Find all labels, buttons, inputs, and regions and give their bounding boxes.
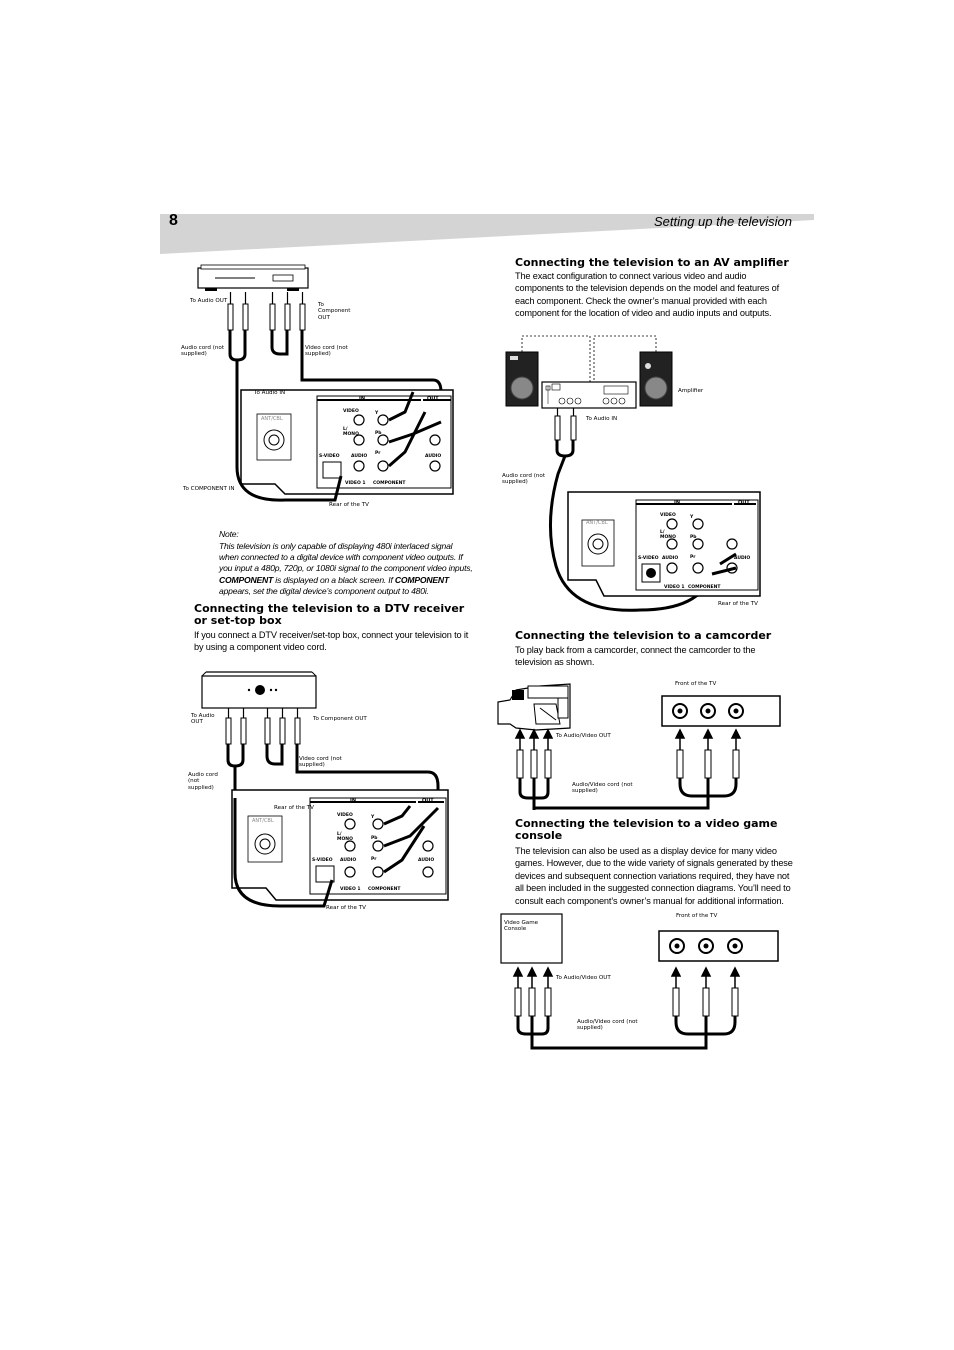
svg-text:VIDEO: VIDEO [343, 408, 359, 414]
note-bold-2: COMPONENT [394, 574, 449, 585]
label2-to-component-out: To Component OUT [313, 716, 367, 722]
label2-video-cord: Video cord (not supplied) [299, 756, 342, 769]
svg-text:AUDIO: AUDIO [340, 857, 356, 863]
dtv-connection-drawing: ANT/CBL IN OUT VIDEO L/ MONO S-VIDEO AUD… [201, 671, 449, 908]
dtv-heading: Connecting the television to a DTV recei… [194, 602, 465, 627]
camcorder-body: To play back from a camcorder, connect t… [515, 645, 756, 668]
label-audio-cord: Audio cord (not supplied) [181, 345, 225, 358]
label4-front-tv: Front of the TV [675, 681, 717, 687]
label-rear-tv: Rear of the TV [329, 502, 369, 508]
svg-text:OUT: OUT [422, 798, 434, 804]
svg-text:VIDEO 1: VIDEO 1 [340, 886, 361, 892]
note-text-2: is displayed on a black screen. If [275, 574, 393, 585]
label-to-component-out: To Component OUT [318, 302, 351, 321]
svg-text:VIDEO: VIDEO [660, 512, 676, 518]
note-text-3: appears, set the digital device’s compon… [219, 585, 429, 596]
label5-av-cord: Audio/Video cord (not supplied) [577, 1019, 638, 1032]
camcorder-heading: Connecting the television to a camcorder [515, 629, 772, 642]
svg-text:IN: IN [350, 798, 356, 804]
dtv-body: If you connect a DTV receiver/set-top bo… [194, 630, 469, 653]
svg-text:IN: IN [674, 500, 680, 506]
svg-text:COMPONENT: COMPONENT [368, 886, 401, 892]
svg-text:AUDIO: AUDIO [418, 857, 434, 863]
svg-text:ANT/CBL: ANT/CBL [586, 520, 608, 526]
section-title: Setting up the television [653, 214, 792, 229]
note-text-1: This television is only capable of displ… [219, 541, 473, 574]
svg-text:VIDEO 1: VIDEO 1 [345, 480, 366, 486]
game-body: The television can also be used as a dis… [515, 846, 793, 906]
label2-audio-cord: Audio cord (not supplied) [188, 772, 218, 791]
header-band [160, 214, 814, 254]
svg-text:AUDIO: AUDIO [734, 555, 750, 561]
svg-text:L/: L/ [660, 529, 665, 535]
svg-text:S-VIDEO: S-VIDEO [638, 555, 659, 561]
av-body: The exact configuration to connect vario… [515, 271, 780, 319]
camcorder-connection-drawing [497, 683, 781, 810]
label3-rear-tv: Rear of the TV [718, 601, 758, 607]
label5-to-av-out: To Audio/Video OUT [556, 975, 611, 981]
label-to-component-in: To COMPONENT IN [183, 486, 235, 492]
label4-av-cord: Audio/Video cord (not supplied) [572, 782, 633, 795]
svg-text:AUDIO: AUDIO [662, 555, 678, 561]
label-to-audio-in: To Audio IN [254, 390, 286, 396]
page-number: 8 [169, 212, 178, 229]
label2-rear-tv-top: Rear of the TV [274, 805, 314, 811]
game-connection-drawing [500, 913, 779, 1050]
svg-text:Pb: Pb [375, 430, 382, 436]
svg-text:L/: L/ [343, 426, 348, 432]
svg-text:Y: Y [370, 814, 375, 820]
svg-text:Pb: Pb [371, 835, 378, 841]
svg-text:Y: Y [374, 410, 379, 416]
label2-to-audio-out: To Audio OUT [191, 713, 215, 726]
svg-text:COMPONENT: COMPONENT [373, 480, 406, 486]
label-to-audio-out: To Audio OUT [190, 298, 228, 304]
svg-text:COMPONENT: COMPONENT [688, 584, 721, 590]
svg-text:MONO: MONO [337, 836, 353, 842]
label2-rear-tv-bottom: Rear of the TV [326, 905, 366, 911]
svg-text:S-VIDEO: S-VIDEO [312, 857, 333, 863]
svg-text:L/: L/ [337, 831, 342, 837]
game-heading: Connecting the television to a video gam… [515, 817, 778, 842]
dvd-connection-drawing: ANT/CBL IN OUT VIDEO L/ MONO S-VIDEO AUD… [197, 264, 454, 502]
label5-console: Video Game Console [504, 920, 539, 933]
note-body: This television is only capable of displ… [219, 541, 473, 597]
svg-text:MONO: MONO [660, 534, 676, 540]
label3-audio-cord: Audio cord (not supplied) [502, 473, 546, 486]
svg-text:OUT: OUT [738, 500, 750, 506]
note-label: Note: [219, 529, 239, 539]
svg-text:AUDIO: AUDIO [351, 453, 367, 459]
label3-to-audio-in: To Audio IN [586, 416, 618, 422]
svg-text:Pr: Pr [690, 554, 696, 560]
ant-label: ANT/CBL [261, 416, 283, 422]
label3-amplifier: Amplifier [678, 388, 704, 394]
svg-text:VIDEO 1: VIDEO 1 [664, 584, 685, 590]
label4-to-av-out: To Audio/Video OUT [556, 733, 611, 739]
note-bold-1: COMPONENT [219, 574, 274, 585]
svg-text:Y: Y [689, 514, 694, 520]
amplifier-connection-drawing: ANT/CBL IN OUT VIDEO L/ MONO S-VIDEO AUD… [505, 335, 761, 612]
svg-text:Pr: Pr [375, 450, 381, 456]
svg-text:Pr: Pr [371, 856, 377, 862]
svg-text:OUT: OUT [427, 396, 439, 402]
svg-text:MONO: MONO [343, 431, 359, 437]
label5-front-tv: Front of the TV [676, 913, 718, 919]
svg-text:S-VIDEO: S-VIDEO [319, 453, 340, 459]
svg-text:IN: IN [359, 396, 365, 402]
av-heading: Connecting the television to an AV ampli… [515, 256, 789, 269]
label-video-cord: Video cord (not supplied) [305, 345, 348, 358]
svg-text:Pb: Pb [690, 534, 697, 540]
svg-text:VIDEO: VIDEO [337, 812, 353, 818]
svg-text:AUDIO: AUDIO [425, 453, 441, 459]
svg-text:ANT/CBL: ANT/CBL [252, 818, 274, 824]
